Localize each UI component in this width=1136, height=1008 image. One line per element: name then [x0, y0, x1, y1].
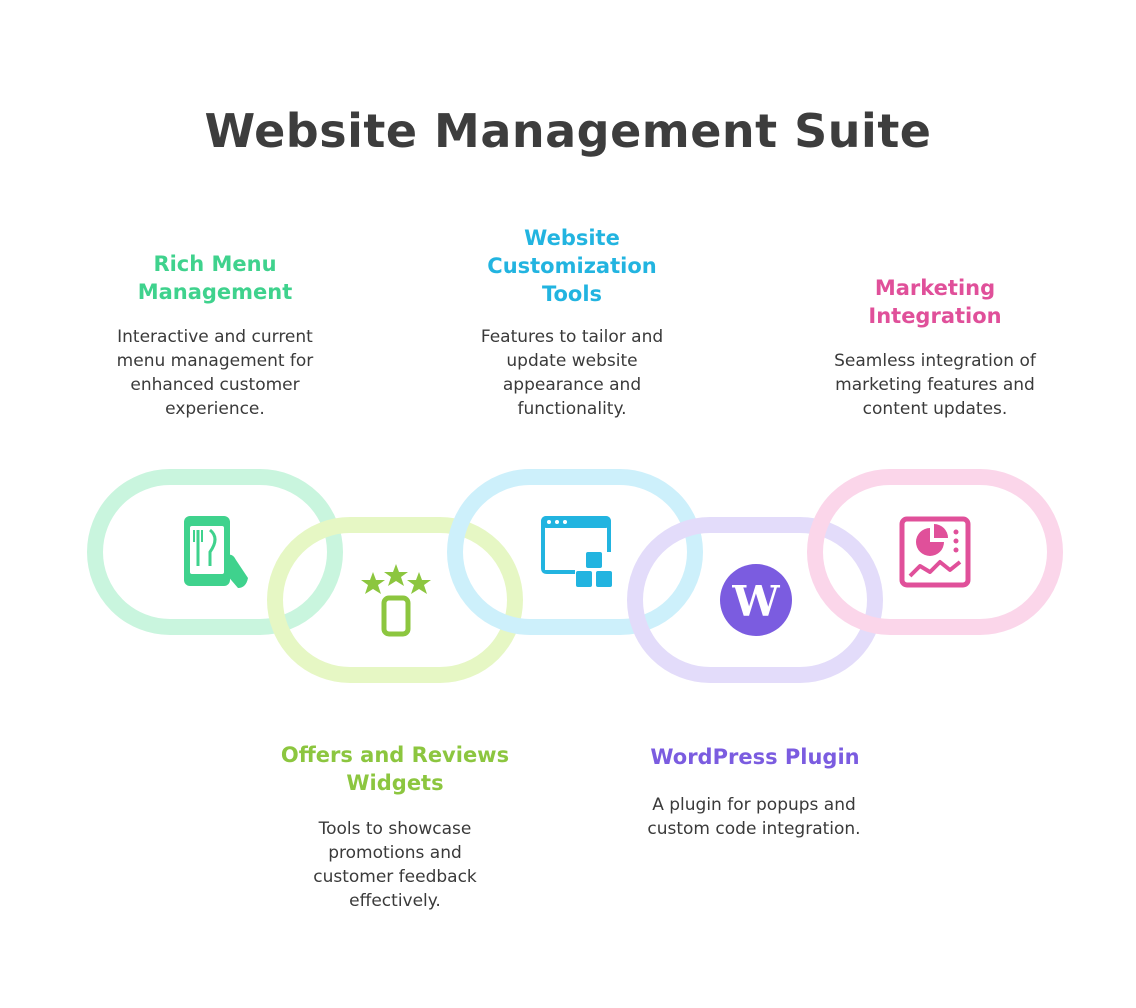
description-wordpress-plugin: A plugin for popups and custom code inte… [647, 795, 861, 839]
label-marketing-integration: Marketing Integration [868, 276, 1002, 328]
svg-text:W: W [731, 577, 780, 626]
description-rich-menu-management: Interactive and current menu management … [116, 327, 314, 419]
page-title: Website Management Suite [204, 104, 932, 158]
wordpress-icon: W [720, 564, 792, 636]
label-wordpress-plugin: WordPress Plugin [650, 745, 860, 769]
chain-link-5 [807, 469, 1063, 635]
chain-link-2 [267, 517, 523, 683]
description-website-customization-tools: Features to tailor and update website ap… [480, 327, 664, 419]
chain-link-4 [627, 517, 883, 683]
description-offers-reviews-widgets: Tools to showcase promotions and custome… [313, 819, 477, 911]
chain-link-1 [87, 469, 343, 635]
chain-link-3 [447, 469, 703, 635]
tablet-menu-icon [184, 516, 248, 588]
analytics-dashboard-icon [899, 516, 971, 588]
stars-review-icon [361, 564, 431, 637]
label-offers-reviews-widgets: Offers and Reviews Widgets [280, 743, 510, 795]
description-marketing-integration: Seamless integration of marketing featur… [834, 351, 1036, 419]
browser-blocks-icon [541, 516, 612, 587]
label-rich-menu-management: Rich Menu Management [137, 252, 293, 304]
label-website-customization-tools: Website Customization Tools [487, 226, 657, 306]
